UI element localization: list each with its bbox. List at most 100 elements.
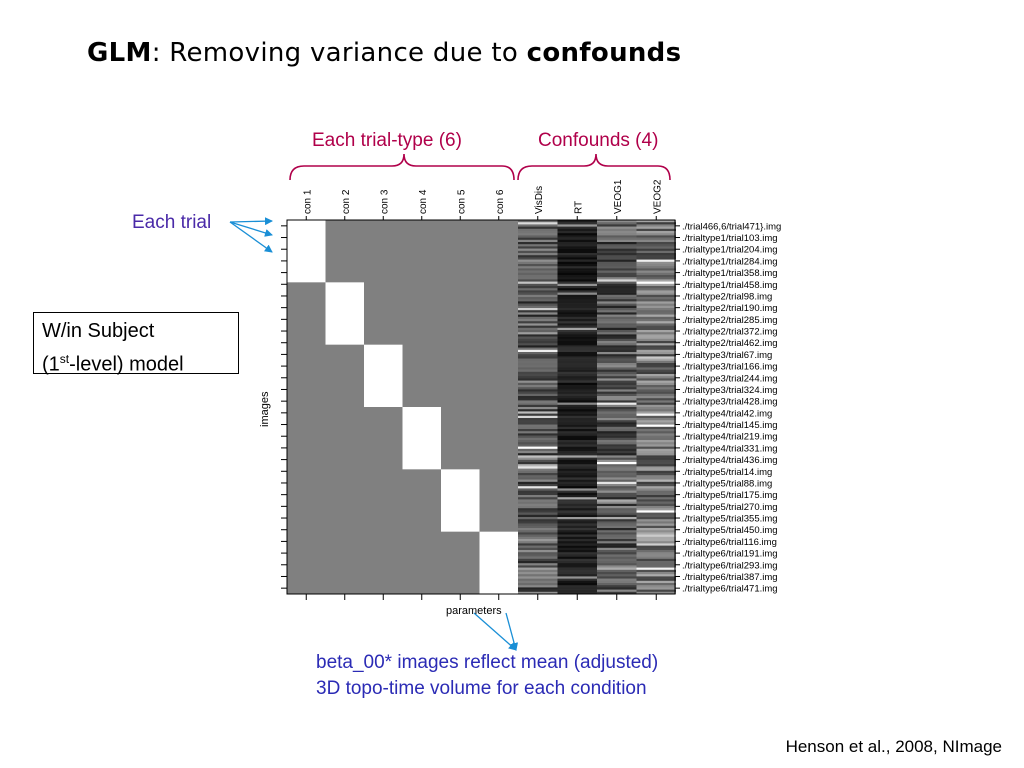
confound-stripe bbox=[636, 314, 676, 318]
confound-stripe bbox=[597, 347, 637, 351]
confound-stripe bbox=[518, 391, 558, 395]
confound-stripe bbox=[597, 499, 637, 502]
confound-stripe bbox=[636, 319, 676, 322]
confound-stripe bbox=[557, 385, 597, 388]
confound-stripe bbox=[636, 556, 676, 560]
confound-stripe bbox=[597, 572, 637, 575]
confound-stripe bbox=[636, 301, 676, 304]
confound-stripe bbox=[597, 338, 637, 342]
confound-stripe bbox=[557, 246, 597, 249]
confound-stripe bbox=[636, 363, 676, 366]
confound-stripe bbox=[518, 341, 558, 344]
confound-stripe bbox=[636, 297, 676, 300]
confound-stripe bbox=[557, 561, 597, 564]
column-label: VEOG2 bbox=[652, 179, 663, 214]
confound-stripe bbox=[636, 539, 676, 542]
images-axis-label: images bbox=[259, 391, 271, 427]
confound-stripe bbox=[636, 429, 676, 432]
confound-stripe bbox=[557, 444, 597, 447]
confound-stripe bbox=[597, 466, 637, 469]
confound-stripe bbox=[636, 266, 676, 269]
confound-stripe bbox=[518, 517, 558, 520]
confound-stripe bbox=[597, 336, 637, 340]
confound-stripe bbox=[597, 554, 637, 557]
confound-stripe bbox=[518, 378, 558, 381]
confound-stripe bbox=[557, 275, 597, 278]
confound-stripe bbox=[518, 442, 558, 445]
confound-stripe bbox=[557, 257, 597, 260]
confound-stripe bbox=[557, 347, 597, 351]
confound-stripe bbox=[597, 484, 637, 487]
confound-stripe bbox=[636, 286, 676, 289]
confound-stripe bbox=[636, 455, 676, 458]
column-label: VEOG1 bbox=[613, 179, 624, 214]
confound-stripe bbox=[518, 508, 558, 511]
confound-stripe bbox=[557, 297, 597, 300]
confound-stripe bbox=[636, 468, 676, 472]
confound-stripe bbox=[636, 389, 676, 392]
confound-stripe bbox=[557, 255, 597, 258]
confound-stripe bbox=[557, 523, 597, 527]
confound-stripe bbox=[636, 536, 676, 540]
confound-stripe bbox=[636, 444, 676, 447]
confound-stripe bbox=[557, 319, 597, 322]
confound-stripe bbox=[597, 369, 637, 373]
confound-stripe bbox=[597, 429, 637, 432]
confound-stripe bbox=[557, 519, 597, 522]
confound-stripe bbox=[518, 525, 558, 529]
confound-stripe bbox=[597, 316, 637, 320]
confound-stripe bbox=[518, 486, 558, 489]
confound-stripe bbox=[557, 473, 597, 476]
confound-stripe bbox=[597, 547, 637, 551]
confound-stripe bbox=[636, 528, 676, 531]
confound-stripe bbox=[597, 536, 637, 540]
confound-stripe bbox=[518, 332, 558, 335]
confound-stripe bbox=[557, 488, 597, 491]
confound-stripe bbox=[636, 396, 676, 399]
confound-stripe bbox=[518, 268, 558, 271]
confound-stripe bbox=[597, 297, 637, 300]
label-each-trial: Each trial bbox=[132, 212, 212, 233]
confound-stripe bbox=[557, 539, 597, 542]
confound-stripe bbox=[557, 389, 597, 392]
confound-stripe bbox=[597, 301, 637, 304]
confound-stripe bbox=[597, 486, 637, 489]
confound-stripe bbox=[636, 495, 676, 498]
confound-stripe bbox=[636, 492, 676, 496]
confound-stripe bbox=[597, 255, 637, 258]
row-label: ./trialtype1/trial103.img bbox=[682, 233, 778, 244]
confound-stripe bbox=[636, 244, 676, 247]
label-confounds: Confounds (4) bbox=[538, 130, 659, 151]
confound-stripe bbox=[518, 294, 558, 298]
confound-stripe bbox=[518, 312, 558, 315]
confound-stripe bbox=[518, 473, 558, 476]
confound-stripe bbox=[518, 556, 558, 560]
confound-stripe bbox=[557, 301, 597, 304]
confound-stripe bbox=[636, 369, 676, 373]
confound-stripe bbox=[518, 565, 558, 568]
confound-stripe bbox=[518, 338, 558, 342]
confound-stripe bbox=[636, 341, 676, 344]
confound-stripe bbox=[597, 587, 637, 590]
confound-stripe bbox=[636, 433, 676, 436]
confound-stripe bbox=[636, 354, 676, 357]
confound-stripe bbox=[636, 277, 676, 280]
confound-stripe bbox=[518, 305, 558, 309]
confound-stripe bbox=[597, 250, 637, 254]
confound-stripe bbox=[557, 534, 597, 538]
matrix-border bbox=[286, 219, 676, 595]
confound-stripe bbox=[636, 402, 676, 406]
confound-stripe bbox=[557, 466, 597, 469]
confound-stripe bbox=[518, 237, 558, 241]
confound-stripe bbox=[518, 563, 558, 566]
confound-stripe bbox=[597, 521, 637, 524]
beta-note: beta_00* images reflect mean (adjusted) … bbox=[316, 650, 658, 702]
confound-stripe bbox=[557, 442, 597, 445]
confound-stripe bbox=[557, 402, 597, 406]
confound-stripe bbox=[597, 323, 637, 326]
confound-stripe bbox=[597, 253, 637, 256]
confound-stripe bbox=[597, 453, 637, 456]
confound-stripe bbox=[518, 356, 558, 359]
confound-stripe bbox=[597, 503, 637, 507]
confound-stripe bbox=[557, 380, 597, 384]
